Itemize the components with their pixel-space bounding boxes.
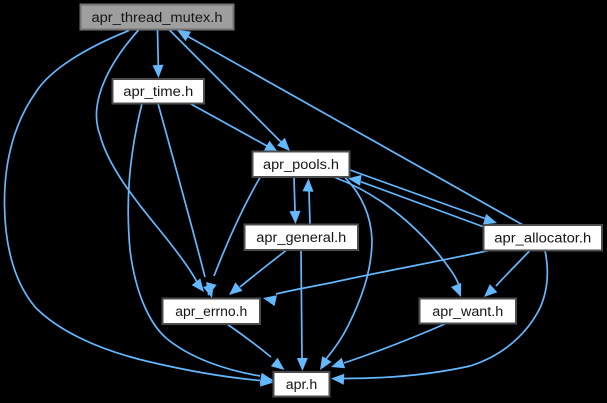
svg-text:apr_general.h: apr_general.h: [256, 230, 346, 245]
svg-text:apr_time.h: apr_time.h: [123, 84, 193, 99]
svg-text:apr_want.h: apr_want.h: [432, 304, 503, 319]
svg-text:apr_thread_mutex.h: apr_thread_mutex.h: [92, 10, 223, 25]
svg-text:apr_pools.h: apr_pools.h: [263, 157, 339, 172]
svg-text:apr_errno.h: apr_errno.h: [175, 304, 247, 319]
svg-text:apr_allocator.h: apr_allocator.h: [494, 231, 591, 246]
svg-text:apr.h: apr.h: [286, 377, 318, 392]
